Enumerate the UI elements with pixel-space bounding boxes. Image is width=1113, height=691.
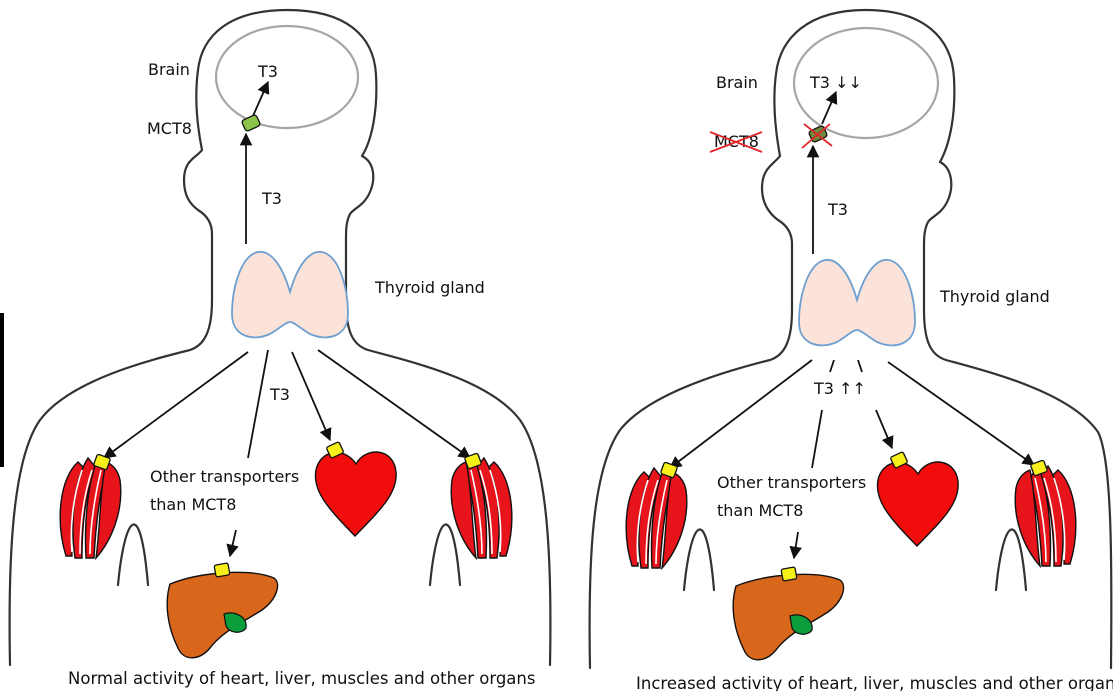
t3-body-label-left: T3	[269, 385, 290, 404]
armpit-line-right-a	[684, 529, 714, 590]
thyroid-label-left: Thyroid gland	[374, 278, 485, 297]
arrow-to-heart-top	[858, 360, 862, 372]
thyroid-gland-right	[799, 260, 915, 346]
arrow-to-liver-a-top	[830, 360, 834, 372]
t3-neck-label-right: T3	[827, 200, 848, 219]
muscle-icon-left-b	[451, 458, 512, 558]
t3-brain-arrow-right	[822, 92, 836, 124]
heart-icon-left	[315, 452, 396, 536]
armpit-line-left-a	[118, 524, 148, 585]
brain-label-right: Brain	[716, 73, 758, 92]
transporter-liver-left	[214, 563, 230, 577]
armpit-line-right-b	[996, 529, 1026, 590]
muscle-icon-left-a	[60, 458, 121, 558]
thyroid-label-right: Thyroid gland	[939, 287, 1050, 306]
brain-label-left: Brain	[148, 60, 190, 79]
arrow-to-heart-right	[876, 410, 892, 448]
arrow-to-muscle-left-b	[318, 350, 470, 458]
caption-right: Increased activity of heart, liver, musc…	[636, 674, 1113, 691]
arrow-to-liver-a	[812, 410, 822, 468]
t3-brain-label-left: T3	[257, 62, 278, 81]
mct8-label-right-group: MCT8	[710, 132, 762, 152]
caption-left: Normal activity of heart, liver, muscles…	[68, 669, 535, 688]
body-silhouette-right	[590, 10, 1112, 668]
heart-icon-right	[877, 462, 958, 546]
other-transporters-line2-left: than MCT8	[150, 495, 236, 514]
body-silhouette-left	[10, 10, 551, 665]
arrow-to-liver-a	[248, 350, 268, 458]
brain-outline-left	[216, 26, 358, 128]
transporter-liver-right	[781, 567, 797, 581]
muscle-icon-right-b	[1015, 466, 1076, 566]
liver-icon-left	[167, 572, 277, 657]
t3-brain-label-right: T3 ↓↓	[809, 73, 862, 92]
arrow-to-muscle-right-b	[888, 362, 1034, 465]
armpit-line-left-b	[430, 524, 460, 585]
arrow-to-liver-b	[794, 532, 798, 558]
arrow-to-liver-b	[230, 530, 236, 556]
other-transporters-line2-right: than MCT8	[717, 501, 803, 520]
other-transporters-line1-left: Other transporters	[150, 467, 299, 486]
liver-icon-right	[733, 574, 843, 659]
t3-brain-arrow-left	[253, 82, 268, 116]
other-transporters-line1-right: Other transporters	[717, 473, 866, 492]
arrow-to-muscle-right-a	[670, 360, 812, 468]
left-panel: Brain MCT8 T3 T3 Thyroid gland T3 Other …	[10, 10, 551, 688]
right-panel: Brain MCT8 T3 ↓↓ T3 Thyroid gland T3 ↑↑ …	[590, 10, 1113, 691]
t3-neck-label-left: T3	[261, 189, 282, 208]
mct8-label-left: MCT8	[147, 119, 192, 138]
edge-bar	[0, 313, 4, 467]
t3-body-label-right: T3 ↑↑	[813, 379, 866, 398]
thyroid-gland-left	[232, 252, 348, 338]
arrow-to-heart-left	[292, 352, 330, 440]
muscle-icon-right-a	[626, 468, 687, 568]
